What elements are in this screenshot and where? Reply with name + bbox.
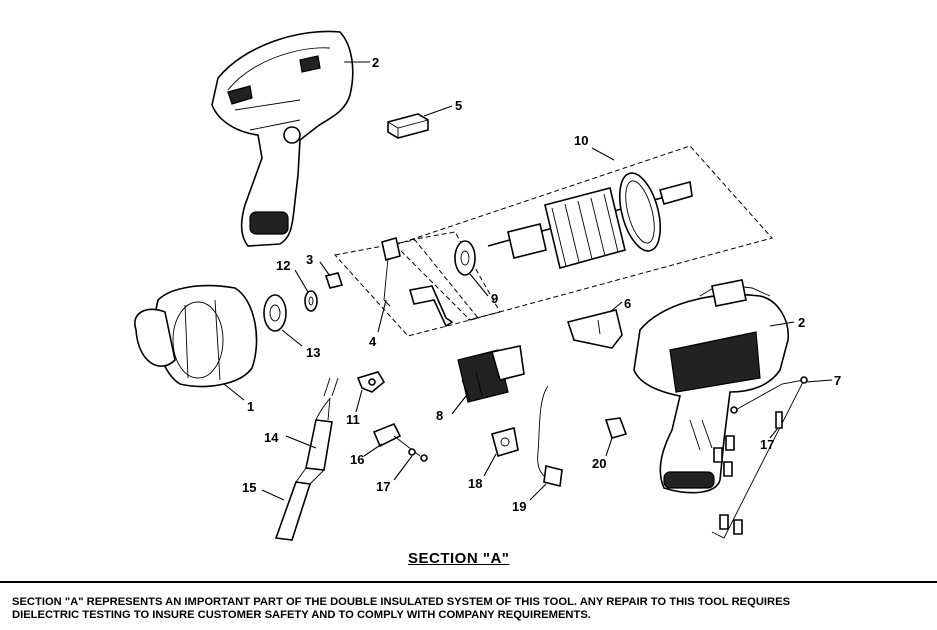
washer	[304, 290, 318, 312]
callout-17-right: 17	[760, 437, 774, 452]
lead-wire	[537, 385, 563, 487]
power-cord	[274, 377, 339, 541]
cord-clamp	[356, 371, 386, 393]
callout-16: 16	[350, 452, 364, 467]
callout-8: 8	[436, 408, 443, 423]
housing-half-right	[633, 279, 789, 494]
callout-18: 18	[468, 476, 482, 491]
callout-6: 6	[624, 296, 631, 311]
notice-line-2: DIELECTRIC TESTING TO INSURE CUSTOMER SA…	[12, 609, 591, 621]
suppressor	[491, 426, 519, 458]
callout-5: 5	[455, 98, 462, 113]
brush-holder-assembly	[381, 236, 454, 328]
callout-20: 20	[592, 456, 606, 471]
spacer	[324, 272, 344, 289]
callout-2-left: 2	[372, 55, 379, 70]
terminal	[372, 422, 428, 462]
callout-19: 19	[512, 499, 526, 514]
callout-labels: 2 5 10 3 12 9 6 2 13 4 7 1 8 11 14 17 16…	[242, 55, 841, 514]
housing-half-left	[211, 30, 354, 247]
callout-10: 10	[574, 133, 588, 148]
callout-13: 13	[306, 345, 320, 360]
armature	[487, 172, 693, 269]
field-assembly	[134, 284, 258, 388]
bearing	[454, 240, 476, 276]
callout-12: 12	[276, 258, 290, 273]
divider-rule	[0, 581, 937, 583]
double-insulation-notice: SECTION "A" REPRESENTS AN IMPORTANT PART…	[12, 596, 927, 622]
callout-9: 9	[491, 291, 498, 306]
rear-bearing	[263, 294, 287, 332]
callout-15: 15	[242, 480, 256, 495]
callout-3: 3	[306, 252, 313, 267]
callout-17-left: 17	[376, 479, 390, 494]
switch-bracket	[566, 309, 623, 349]
callout-14: 14	[264, 430, 279, 445]
brush-block	[387, 113, 429, 139]
exploded-parts-diagram: 2 5 10 3 12 9 6 2 13 4 7 1 8 11 14 17 16…	[134, 30, 841, 541]
notice-line-1: SECTION "A" REPRESENTS AN IMPORTANT PART…	[12, 596, 791, 608]
callout-2-right: 2	[798, 315, 805, 330]
callout-4: 4	[369, 334, 377, 349]
callout-1: 1	[247, 399, 254, 414]
callout-7: 7	[834, 373, 841, 388]
leader-lines	[223, 61, 833, 501]
callout-11: 11	[346, 412, 360, 427]
switch	[457, 345, 525, 403]
clip	[604, 417, 628, 439]
section-title: SECTION "A"	[408, 550, 510, 567]
housing-screws	[711, 376, 808, 539]
